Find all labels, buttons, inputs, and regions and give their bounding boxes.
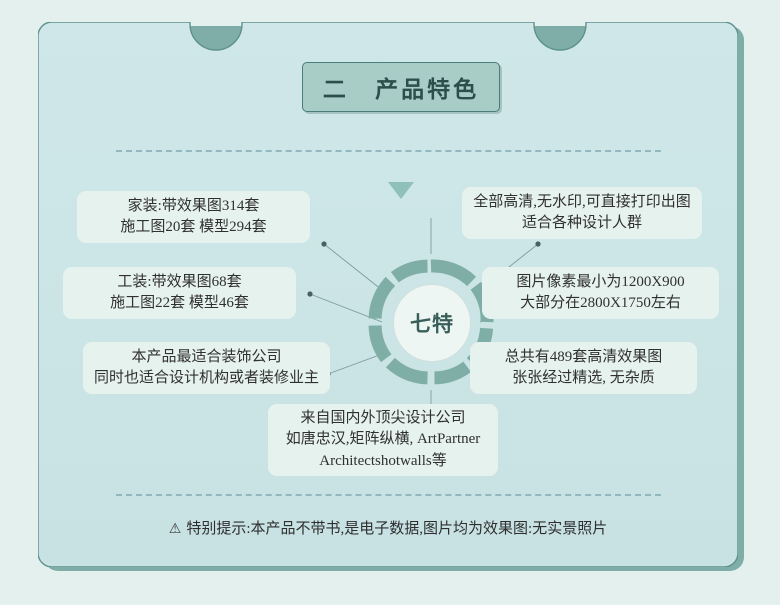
notched-card: 二 产品特色	[38, 22, 738, 567]
feature-line: 家装:带效果图314套	[127, 197, 260, 214]
divider-bottom	[116, 494, 661, 496]
feature-line: 适合各种设计人群	[521, 215, 642, 231]
feature-line: 全部高清,无水印,可直接打印出图	[473, 193, 691, 210]
feature-line: 施工图20套 模型294套	[120, 219, 267, 235]
hub-core: 七特	[393, 284, 471, 362]
feature-line: 图片像素最小为1200X900	[516, 273, 685, 290]
feature-box-commercial-decoration[interactable]: 工装:带效果图68套 施工图22套 模型46套	[63, 267, 296, 319]
feature-line: 总共有489套高清效果图	[504, 348, 663, 365]
section-title-text: 二 产品特色	[322, 77, 480, 102]
triangle-down-icon	[388, 182, 414, 199]
warning-triangle-icon: ⚠	[168, 519, 182, 536]
divider-top	[116, 150, 661, 152]
hub-label: 七特	[410, 312, 454, 336]
feature-line: 如唐忠汉,矩阵纵横, ArtPartner	[285, 431, 481, 448]
section-title-banner: 二 产品特色	[302, 62, 500, 112]
feature-line: 大部分在2800X1750左右	[520, 295, 681, 311]
feature-box-design-firms[interactable]: 来自国内外顶尖设计公司 如唐忠汉,矩阵纵横, ArtPartner Archit…	[268, 404, 498, 476]
feature-box-resolution[interactable]: 图片像素最小为1200X900 大部分在2800X1750左右	[482, 267, 719, 319]
feature-box-total-count[interactable]: 总共有489套高清效果图 张张经过精选, 无杂质	[470, 342, 697, 394]
feature-line: 张张经过精选, 无杂质	[512, 370, 655, 386]
feature-line: 工装:带效果图68套	[117, 273, 242, 290]
feature-line: 来自国内外顶尖设计公司	[300, 410, 466, 427]
feature-box-home-decoration[interactable]: 家装:带效果图314套 施工图20套 模型294套	[77, 191, 310, 243]
feature-line: Architectshotwalls等	[319, 452, 447, 469]
feature-line: 本产品最适合装饰公司	[131, 348, 282, 365]
feature-box-hd-no-watermark[interactable]: 全部高清,无水印,可直接打印出图 适合各种设计人群	[462, 187, 702, 239]
feature-line: 同时也适合设计机构或者装修业主	[94, 370, 320, 386]
notice-bar: ⚠ 特别提示:本产品不带书,是电子数据,图片均为效果图:无实景照片	[38, 517, 738, 538]
feature-box-target-audience[interactable]: 本产品最适合装饰公司 同时也适合设计机构或者装修业主	[83, 342, 330, 394]
feature-line: 施工图22套 模型46套	[110, 295, 249, 311]
notice-text: 特别提示:本产品不带书,是电子数据,图片均为效果图:无实景照片	[186, 521, 608, 537]
